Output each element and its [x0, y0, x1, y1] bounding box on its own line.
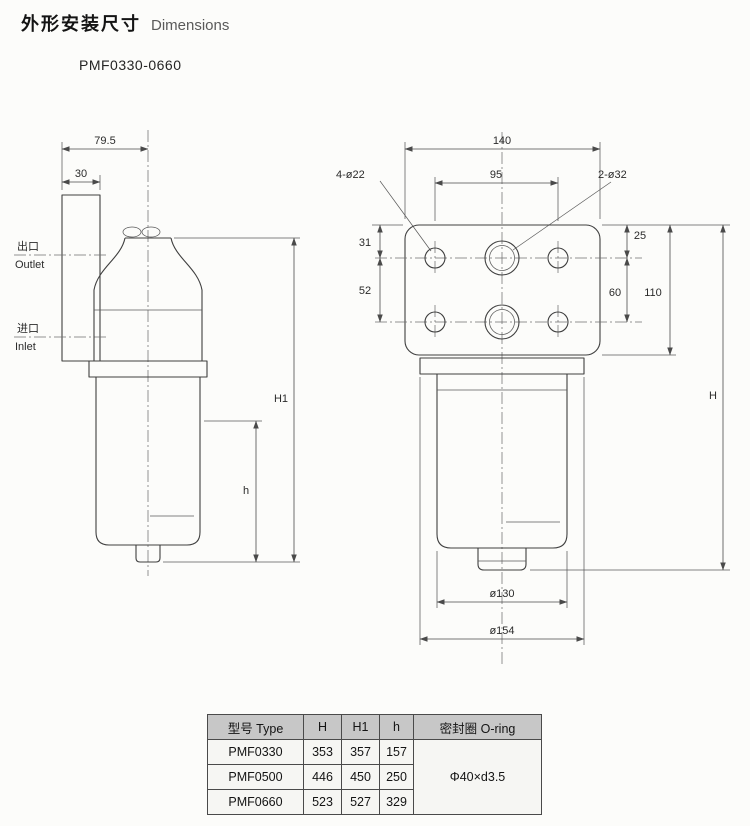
dim-h: h: [204, 420, 262, 563]
cell-H: 523: [303, 789, 342, 815]
mounting-block: [61, 194, 101, 362]
dim-block-width: 30: [61, 168, 101, 190]
cell-type: PMF0500: [207, 764, 304, 790]
dim-bowl-diameter: ø130: [436, 551, 568, 608]
dim-label-130: ø130: [489, 588, 514, 600]
dim-H: H: [530, 224, 730, 571]
dim-label-140: 140: [493, 135, 511, 147]
dim-flange-diameter: ø154: [419, 377, 585, 645]
filter-bowl-outline: [419, 357, 585, 571]
cell-h: 329: [379, 789, 414, 815]
inlet-label-en: Inlet: [15, 341, 36, 353]
dim-60: 60: [609, 257, 630, 323]
outlet-label-en: Outlet: [15, 259, 44, 271]
table-row: PMF0330 353 357 157 Φ40×d3.5: [207, 739, 542, 815]
col-header-type: 型号 Type: [207, 714, 304, 740]
title-english: Dimensions: [151, 17, 230, 34]
dim-label-h: h: [243, 485, 249, 497]
table-header-row: 型号 Type H H1 h 密封圈 O-ring: [207, 714, 542, 740]
title-chinese: 外形安装尺寸: [21, 14, 141, 34]
cell-H1: 527: [341, 789, 380, 815]
dim-label-52: 52: [359, 285, 371, 297]
dim-label-H: H: [709, 390, 717, 402]
cell-type: PMF0330: [207, 739, 304, 765]
label-2-holes: 2-ø32: [598, 169, 627, 181]
dim-label-60: 60: [609, 287, 621, 299]
side-view-drawing: 79.5 30 出口 Outlet 进口 Inlet: [14, 130, 300, 576]
cell-H: 446: [303, 764, 342, 790]
col-header-H1: H1: [341, 714, 380, 740]
filter-head-block: [375, 224, 642, 356]
dim-25: 25: [602, 224, 730, 259]
dim-110: 110: [602, 224, 676, 356]
inlet-port-label: 进口 Inlet: [14, 322, 106, 353]
table-row: PMF0660 523 527 329: [207, 789, 542, 815]
dim-label-25: 25: [634, 230, 646, 242]
label-small-holes: 4-ø22: [336, 169, 432, 252]
dim-label-31: 31: [359, 237, 371, 249]
inlet-label-zh: 进口: [17, 322, 39, 335]
cell-h: 250: [379, 764, 414, 790]
model-range-label: PMF0330-0660: [79, 57, 182, 73]
dim-label-total-width: 79.5: [94, 135, 115, 147]
outlet-port-label: 出口 Outlet: [14, 239, 106, 271]
col-header-H: H: [303, 714, 342, 740]
dim-31: 31: [359, 224, 403, 259]
dimensions-table: 型号 Type H H1 h 密封圈 O-ring PMF0330 353 35…: [207, 714, 542, 815]
page-title: 外形安装尺寸 Dimensions: [21, 10, 229, 36]
cell-type: PMF0660: [207, 789, 304, 815]
col-header-oring: 密封圈 O-ring: [413, 714, 542, 740]
front-view-drawing: 140 95 4-ø22 2-ø32: [336, 132, 730, 664]
cell-H1: 450: [341, 764, 380, 790]
dim-label-h1: H1: [274, 393, 288, 405]
cell-h: 157: [379, 739, 414, 765]
dim-head-width: 140: [404, 135, 601, 219]
dim-label-154: ø154: [489, 625, 514, 637]
col-header-h: h: [379, 714, 414, 740]
cell-oring: Φ40×d3.5: [413, 739, 542, 815]
dim-label-95: 95: [490, 169, 502, 181]
cell-H: 353: [303, 739, 342, 765]
outlet-label-zh: 出口: [17, 239, 39, 253]
filter-body-outline: [88, 226, 208, 563]
dim-label-block-width: 30: [75, 168, 87, 180]
table-row: PMF0500 446 450 250: [207, 764, 542, 790]
dim-inner-width: 95: [434, 169, 559, 221]
dim-label-110: 110: [644, 287, 662, 299]
dim-52: 52: [359, 257, 383, 323]
label-4-holes: 4-ø22: [336, 169, 365, 181]
dim-h1: H1: [163, 237, 300, 563]
label-big-holes: 2-ø32: [512, 169, 627, 251]
cell-H1: 357: [341, 739, 380, 765]
